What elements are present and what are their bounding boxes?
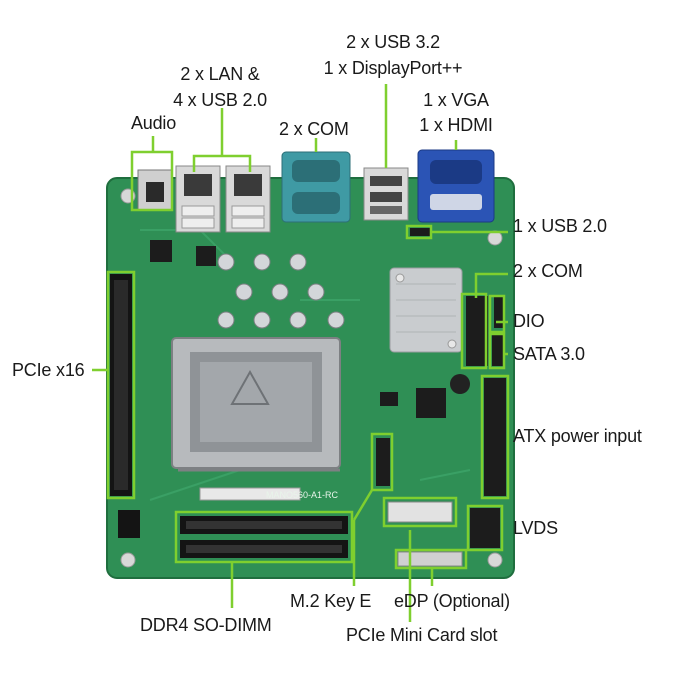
lan-usb-stack-2 [225, 165, 271, 233]
callout-lines [92, 84, 510, 622]
lan-usb-stack-1 [175, 165, 221, 233]
label-vga: 1 x VGA [423, 90, 489, 110]
label-atx: ATX power input [513, 426, 642, 446]
label-displayport: 1 x DisplayPort++ [323, 58, 463, 78]
com-port-stack [281, 151, 351, 223]
cpu-socket [171, 337, 341, 472]
label-minicard: PCIe Mini Card slot [346, 625, 498, 645]
board-silkscreen: MANO560-A1-RC [266, 490, 339, 500]
label-com-top: 2 x COM [279, 119, 349, 139]
label-usb20: 1 x USB 2.0 [513, 216, 607, 236]
usb32-dp-stack [363, 167, 409, 221]
label-m2: M.2 Key E [290, 591, 372, 611]
ddr4-sodimm-slots [180, 516, 348, 558]
heatsink [389, 267, 463, 353]
label-hdmi: 1 x HDMI [419, 115, 493, 135]
label-usb20-4: 4 x USB 2.0 [173, 90, 267, 110]
barcode-sticker [199, 487, 301, 501]
chip-group [150, 240, 470, 418]
pcie-x16-slot [110, 274, 132, 496]
label-lvds: LVDS [513, 518, 558, 538]
right-headers [376, 228, 506, 567]
label-usb32: 2 x USB 3.2 [346, 32, 440, 52]
label-dio: DIO [513, 311, 545, 331]
capacitor-group [217, 253, 345, 329]
label-ddr4: DDR4 SO-DIMM [140, 615, 272, 635]
label-pcie-x16: PCIe x16 [12, 360, 85, 380]
pcie-latch [118, 510, 140, 538]
label-sata: SATA 3.0 [513, 344, 585, 364]
label-lan: 2 x LAN & [180, 64, 260, 84]
vga-hdmi-stack [417, 149, 495, 223]
audio-jack [137, 169, 173, 211]
label-audio: Audio [131, 113, 177, 133]
label-edp: eDP (Optional) [394, 591, 510, 611]
label-com-right: 2 x COM [513, 261, 583, 281]
